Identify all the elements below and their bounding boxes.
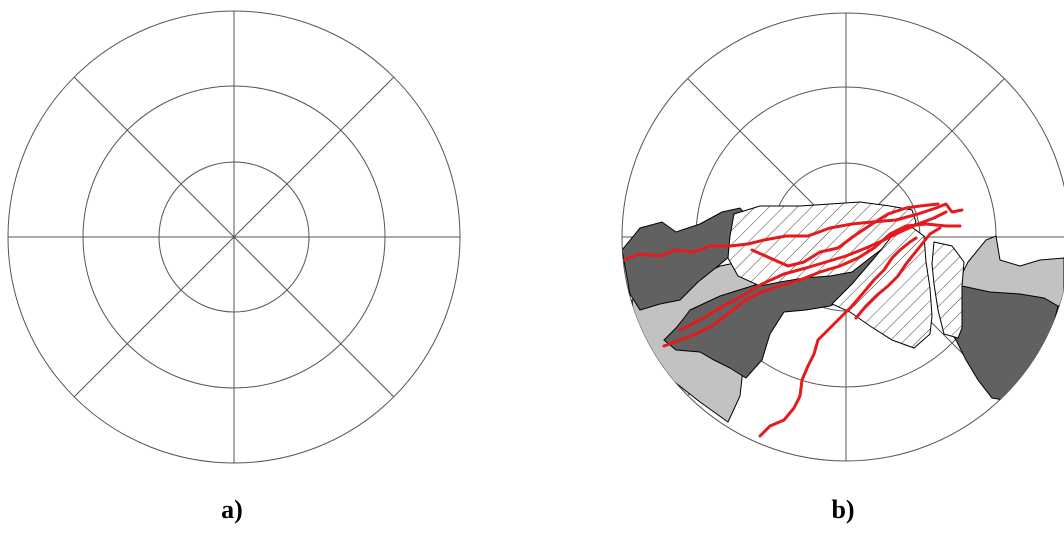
- spoke-diagonal-2-a: [73, 76, 395, 398]
- caption-a: a): [221, 495, 243, 524]
- grid-spokes-a: [8, 11, 460, 463]
- regions-b: [622, 201, 1064, 438]
- red-line-6: [854, 226, 942, 320]
- red-line-2: [750, 202, 940, 268]
- red-line-5: [758, 236, 918, 438]
- polar-grid-a: [7, 10, 461, 464]
- caption-b: b): [831, 495, 855, 524]
- polar-grid-b: [621, 12, 1064, 462]
- hatched-region-right: [931, 241, 965, 339]
- red-line-4: [678, 210, 948, 332]
- red-lines: [622, 202, 964, 438]
- hatched-region-middle: [831, 225, 933, 349]
- red-line-1: [622, 202, 964, 262]
- red-line-3: [662, 222, 962, 348]
